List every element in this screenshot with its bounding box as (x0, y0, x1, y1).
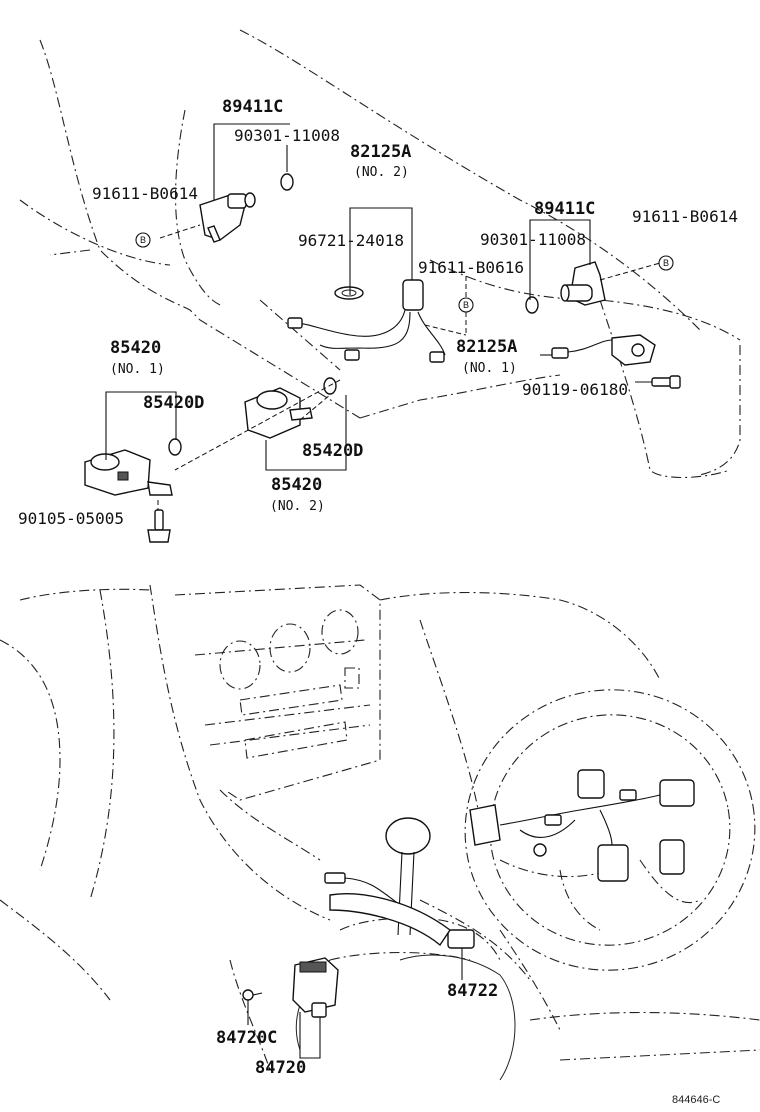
speed-sensor-left (199, 192, 256, 243)
label-90301-left: 90301-11008 (234, 126, 340, 145)
marker-b-left: B (135, 232, 151, 248)
o-ring-left (280, 173, 294, 191)
wire-harness-no2 (287, 279, 446, 363)
label-90301-right: 90301-11008 (480, 230, 586, 249)
label-89411c-right: 89411C (534, 199, 595, 219)
label-84720: 84720 (255, 1058, 306, 1078)
marker-b-right: B (658, 255, 674, 271)
o-ring-85420d-left (168, 438, 182, 456)
wire-harness-no1 (551, 334, 656, 366)
shift-lever (329, 817, 501, 961)
label-82125a-no1: 82125A (456, 337, 517, 357)
bolt-90119 (651, 375, 681, 389)
label-96721: 96721-24018 (298, 231, 404, 250)
o-ring-right (525, 296, 539, 314)
label-85420-no1: 85420 (110, 338, 161, 358)
label-85420d-left: 85420D (143, 393, 204, 413)
svg-text:B: B (663, 258, 669, 268)
solenoid-no1 (84, 449, 173, 496)
parking-brake-harness (324, 872, 475, 949)
marker-b-center: B (458, 297, 474, 313)
label-84720c: 84720C (216, 1028, 277, 1048)
label-82125a-no1-sub: (NO. 1) (462, 361, 517, 376)
solenoid-no2 (244, 387, 313, 439)
leader-lines-top (105, 123, 661, 510)
label-90119: 90119-06180 (522, 380, 628, 399)
svg-text:B: B (463, 300, 469, 310)
diagram-code: 844646-C (672, 1094, 720, 1106)
leader-lines-bottom (247, 948, 463, 1059)
label-85420d-right: 85420D (302, 441, 363, 461)
label-82125a-no2: 82125A (350, 142, 411, 162)
label-91611-b0614-left: 91611-B0614 (92, 184, 198, 203)
label-90105: 90105-05005 (18, 509, 124, 528)
label-91611-b0616: 91611-B0616 (418, 258, 524, 277)
gauge-cluster (219, 609, 360, 759)
label-85420-no2-sub: (NO. 2) (270, 499, 325, 514)
label-91611-b0614-right: 91611-B0614 (632, 207, 738, 226)
svg-text:B: B (140, 235, 146, 245)
bolt-90105 (147, 509, 171, 543)
speed-sensor-right (560, 261, 606, 306)
label-85420-no2: 85420 (271, 475, 322, 495)
vehicle-body-outline (19, 29, 741, 479)
grommet (334, 286, 364, 300)
steering-switch-harness (469, 769, 695, 882)
switch-84720 (292, 957, 339, 1018)
label-89411c-left: 89411C (222, 97, 283, 117)
label-82125a-no2-sub: (NO. 2) (354, 165, 409, 180)
interior-outline (0, 584, 760, 1071)
label-84722: 84722 (447, 981, 498, 1001)
clip-84720c (242, 989, 263, 1001)
label-85420-no1-sub: (NO. 1) (110, 362, 165, 377)
